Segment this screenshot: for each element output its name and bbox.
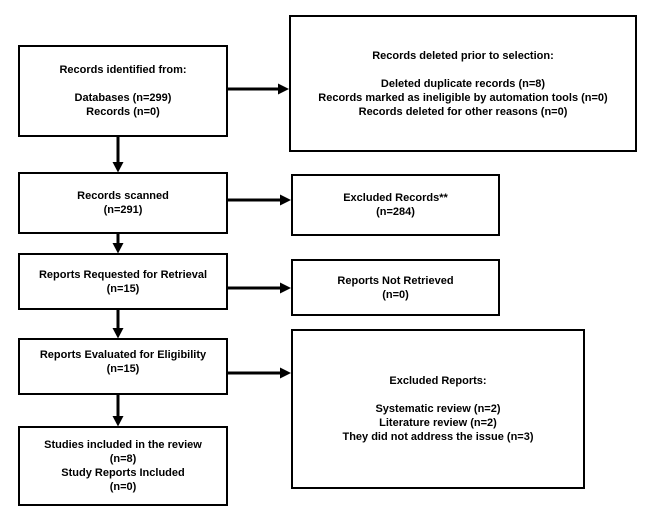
reports-evaluated-label: Reports Evaluated for Eligibility xyxy=(39,349,207,361)
records-deleted-automation: Records marked as ineligible by automati… xyxy=(318,91,608,104)
study-reports-included-count: (n=0) xyxy=(109,481,137,493)
reports-not-retrieved-label: Reports Not Retrieved xyxy=(337,274,454,287)
records-deleted-other: Records deleted for other reasons (n=0) xyxy=(358,105,568,118)
reports-requested-label: Reports Requested for Retrieval xyxy=(38,268,208,281)
excluded-records-count: (n=284) xyxy=(376,206,415,218)
excluded-reports-systematic: Systematic review (n=2) xyxy=(375,403,501,415)
arrow-identification-to-deleted xyxy=(228,83,290,95)
records-deleted-title: Records deleted prior to selection: xyxy=(372,49,554,62)
arrow-requested-to-not-retrieved xyxy=(228,282,292,294)
study-reports-included-label: Study Reports Included xyxy=(61,467,185,479)
reports-not-retrieved-box: Reports Not Retrieved (n=0) xyxy=(291,259,500,316)
records-identified-box: Records identified from: Databases (n=29… xyxy=(18,45,228,137)
records-identified-databases: Databases (n=299) xyxy=(74,92,172,104)
records-scanned-box: Records scanned (n=291) xyxy=(18,172,228,234)
arrow-scanned-to-excluded-records xyxy=(228,194,292,206)
reports-requested-box: Reports Requested for Retrieval (n=15) xyxy=(18,253,228,310)
reports-evaluated-count: (n=15) xyxy=(106,363,140,375)
excluded-reports-box: Excluded Reports: Systematic review (n=2… xyxy=(291,329,585,489)
records-scanned-count: (n=291) xyxy=(103,204,143,216)
arrow-evaluated-to-excluded-reports xyxy=(228,367,292,379)
records-deleted-box: Records deleted prior to selection: Dele… xyxy=(289,15,637,152)
excluded-reports-not-addressing: They did not address the issue (n=3) xyxy=(342,431,534,443)
excluded-records-label: Excluded Records** xyxy=(343,192,448,204)
excluded-reports-title: Excluded Reports: xyxy=(389,375,487,387)
records-deleted-duplicates: Deleted duplicate records (n=8) xyxy=(380,77,546,90)
arrow-requested-to-evaluated xyxy=(112,310,124,339)
excluded-reports-literature: Literature review (n=2) xyxy=(379,417,497,429)
arrow-scanned-to-requested xyxy=(112,234,124,254)
reports-evaluated-box: Reports Evaluated for Eligibility (n=15) xyxy=(18,338,228,395)
reports-requested-count: (n=15) xyxy=(106,282,140,295)
arrow-identification-to-scanned xyxy=(112,137,124,173)
records-scanned-label: Records scanned xyxy=(77,190,169,202)
excluded-records-box: Excluded Records** (n=284) xyxy=(291,174,500,236)
records-identified-title: Records identified from: xyxy=(59,64,187,76)
studies-included-label: Studies included in the review xyxy=(44,439,202,451)
studies-included-count: (n=8) xyxy=(109,453,137,465)
studies-included-box: Studies included in the review (n=8) Stu… xyxy=(18,426,228,506)
reports-not-retrieved-count: (n=0) xyxy=(382,288,409,301)
arrow-evaluated-to-included xyxy=(112,395,124,427)
records-identified-registers: Records (n=0) xyxy=(86,106,160,118)
